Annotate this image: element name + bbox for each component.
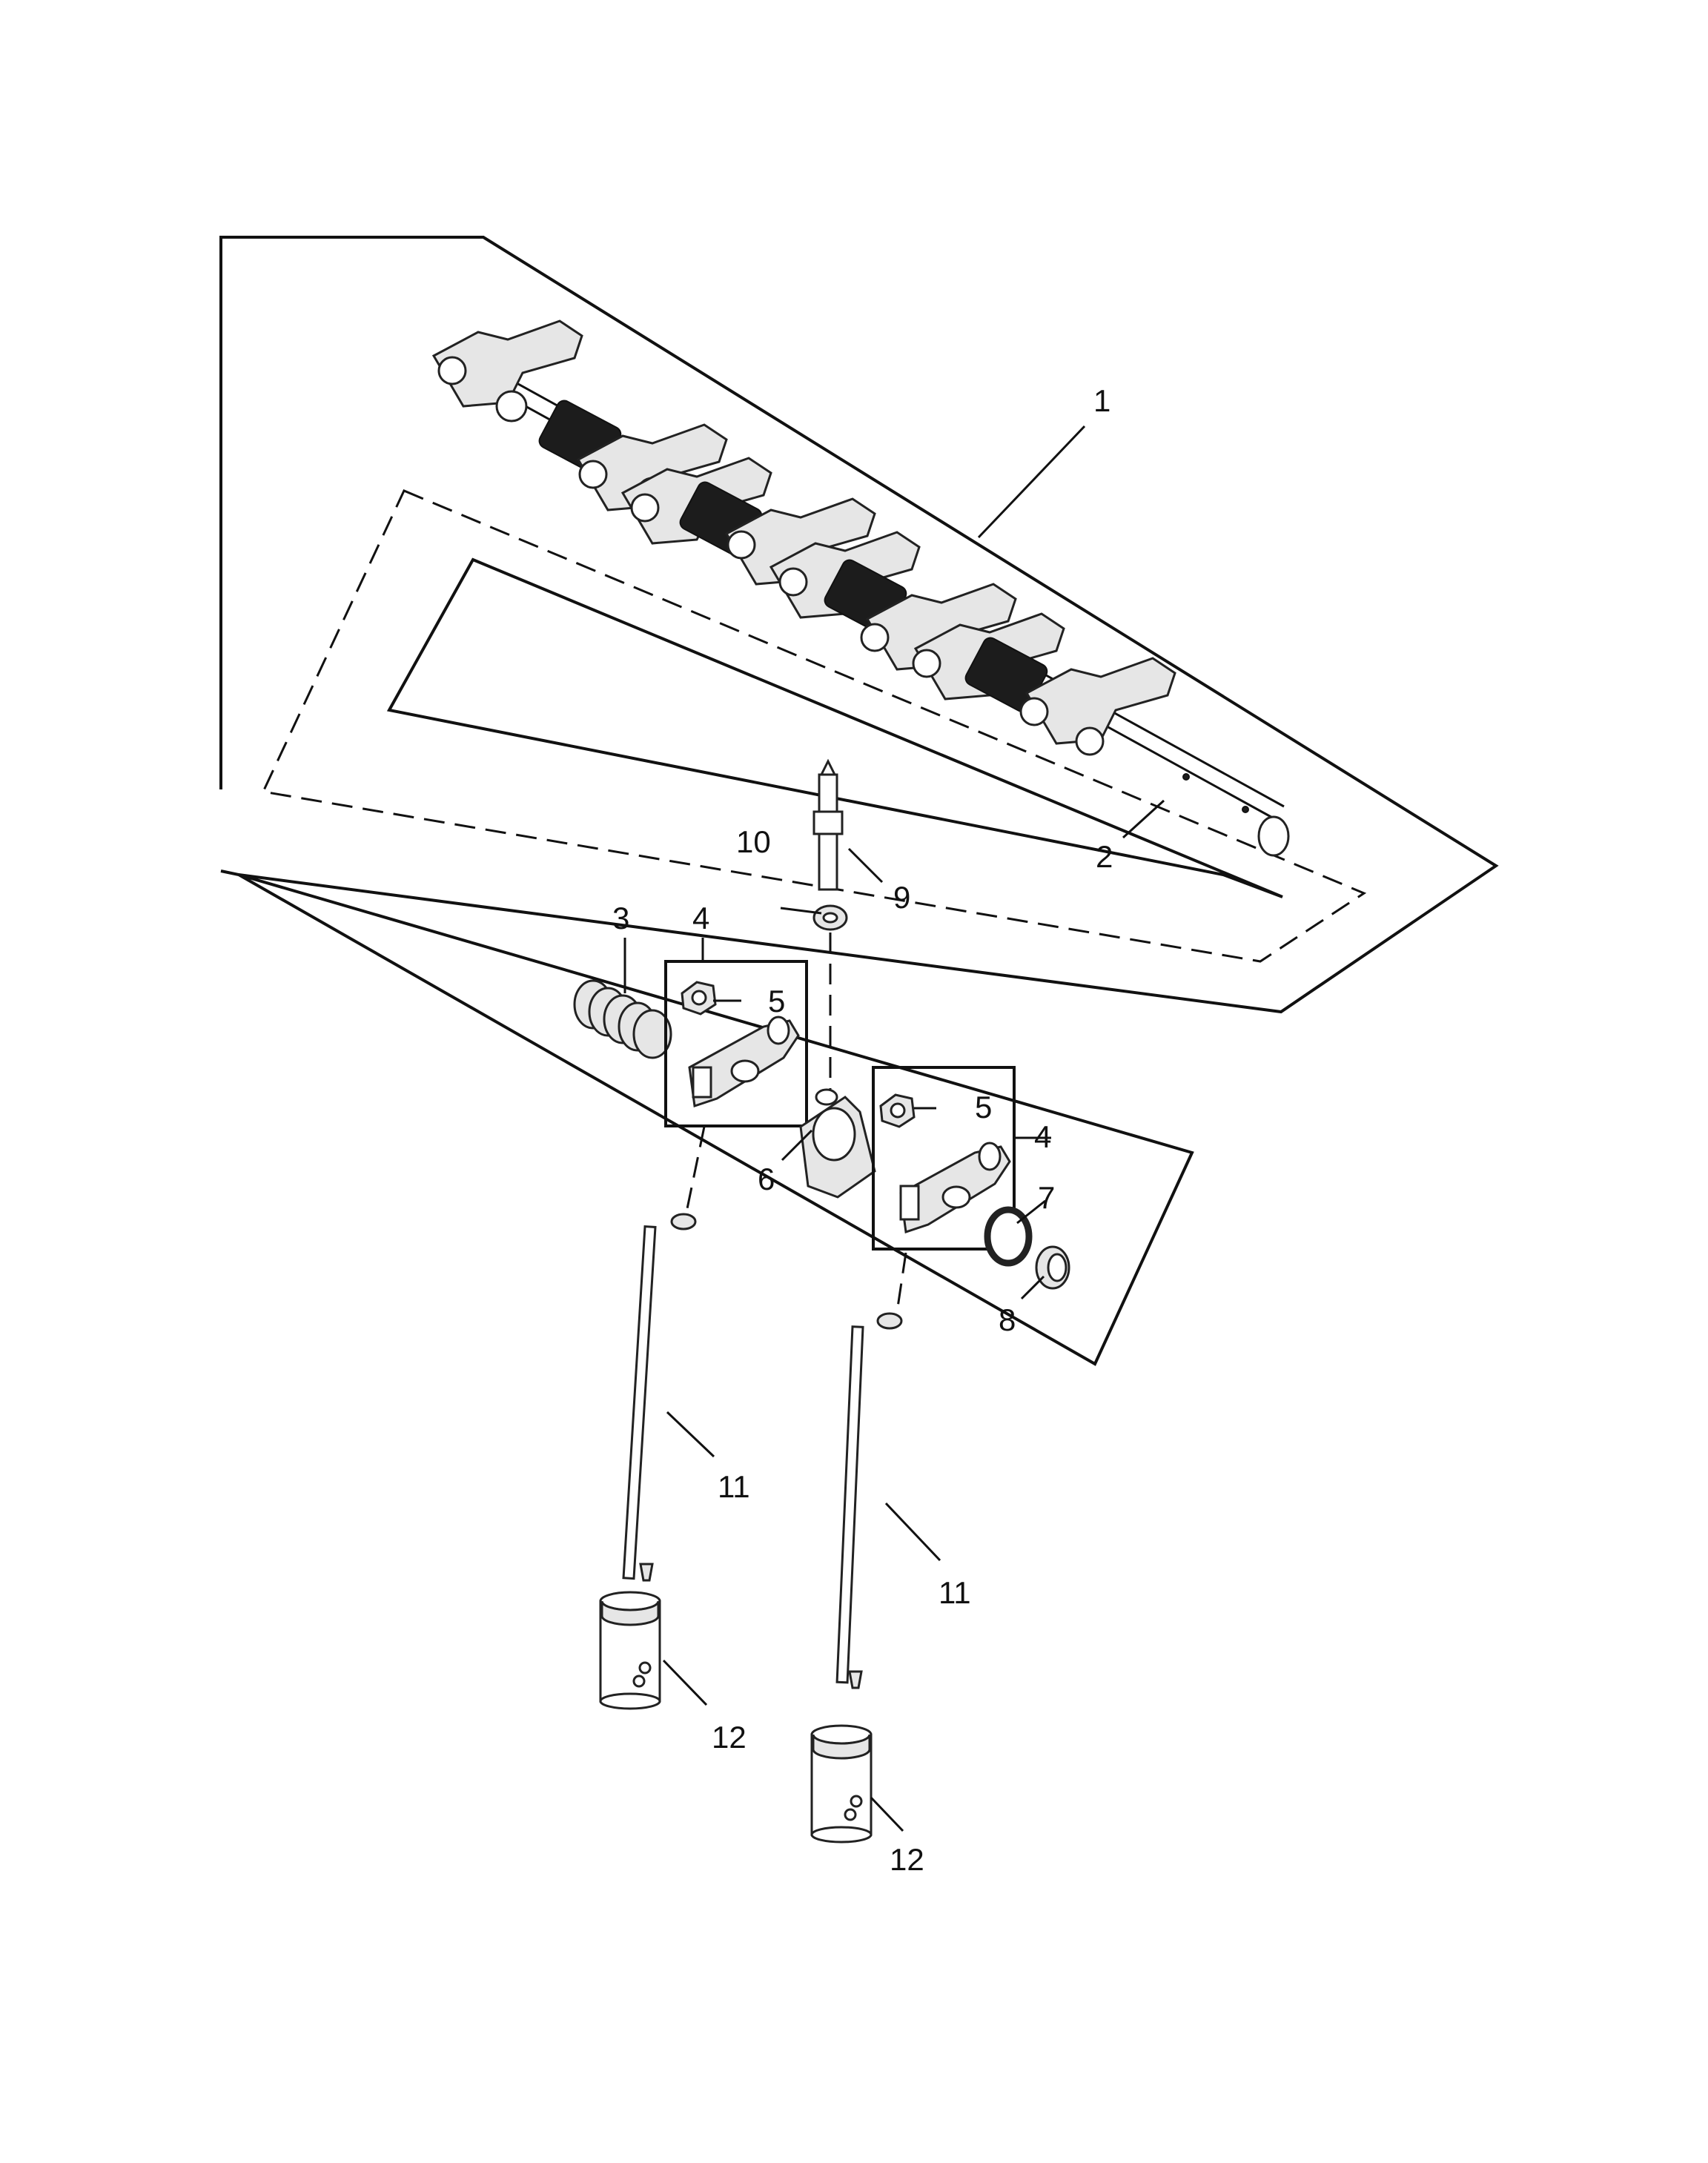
rocker-arm-kit-box <box>872 1066 1016 1251</box>
adjusting-nut <box>681 981 717 1016</box>
callout-5: 5 <box>975 1090 992 1124</box>
callout-12: 12 <box>890 1842 924 1877</box>
callout-2: 2 <box>1096 839 1113 874</box>
assembly-frame <box>219 236 1499 1366</box>
callout-4: 4 <box>692 901 709 935</box>
spring <box>573 979 672 1059</box>
rocker-bracket <box>799 1088 876 1199</box>
plug <box>1035 1245 1070 1290</box>
rocker-arm-kit-box <box>664 960 808 1127</box>
callout-4: 4 <box>1034 1119 1051 1154</box>
rocker-shaft-assembly <box>431 319 1290 857</box>
push-rod <box>835 1312 903 1689</box>
tappet <box>810 1724 873 1844</box>
inner-frame <box>386 557 1283 898</box>
rocker-arm <box>431 319 583 423</box>
callout-11: 11 <box>718 1469 750 1504</box>
callout-1: 1 <box>1093 383 1110 418</box>
push-rod <box>622 1213 697 1582</box>
callout-8: 8 <box>999 1302 1016 1337</box>
callout-6: 6 <box>758 1162 775 1196</box>
rocker-arm <box>724 497 876 586</box>
tappet <box>599 1591 661 1710</box>
callout-9: 9 <box>893 880 910 915</box>
rocker-arm <box>1019 657 1176 756</box>
callout-5: 5 <box>768 984 785 1018</box>
callout-12: 12 <box>712 1720 747 1755</box>
stud <box>812 758 844 891</box>
rocker-arm <box>688 1016 800 1107</box>
rocker-arm <box>899 1142 1011 1233</box>
adjusting-nut <box>879 1093 916 1128</box>
leader-lines <box>623 425 1165 1832</box>
callout-7: 7 <box>1038 1180 1055 1215</box>
callout-3: 3 <box>612 901 629 935</box>
callout-10: 10 <box>736 824 771 859</box>
subassembly-dashed-frame <box>261 489 1367 963</box>
callout-11: 11 <box>939 1575 971 1610</box>
